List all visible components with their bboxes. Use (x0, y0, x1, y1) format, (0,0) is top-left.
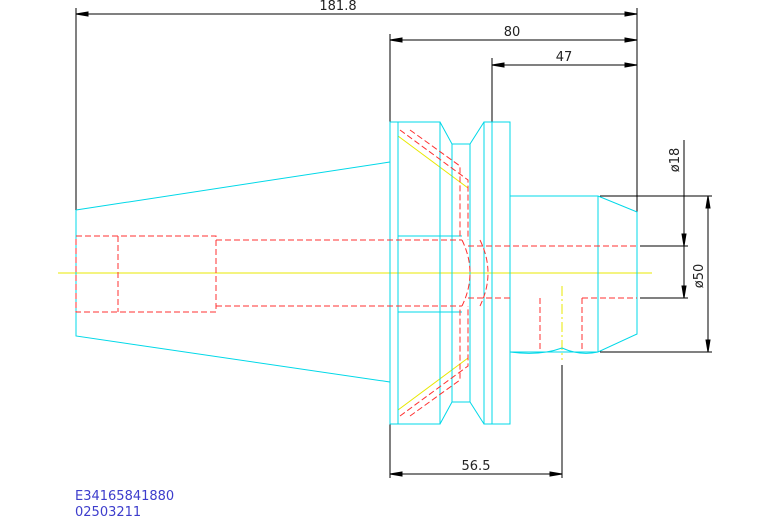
part-number: E34165841880 (75, 489, 175, 504)
holder-outline (75, 121, 638, 425)
dim-length-80: 80 (504, 25, 521, 40)
dim-diameter-50: ø50 (692, 264, 707, 289)
dimension-lines (75, 8, 712, 478)
dim-length-56-5: 56.5 (462, 459, 491, 474)
dim-length-47: 47 (556, 50, 573, 65)
dim-diameter-18: ø18 (668, 148, 683, 173)
sub-number: 02503211 (75, 505, 142, 520)
dim-overall-length: 181.8 (319, 0, 356, 14)
hidden-lines (75, 129, 637, 417)
drawing-codes: E34165841880 02503211 (75, 489, 174, 521)
center-lines (58, 135, 652, 411)
